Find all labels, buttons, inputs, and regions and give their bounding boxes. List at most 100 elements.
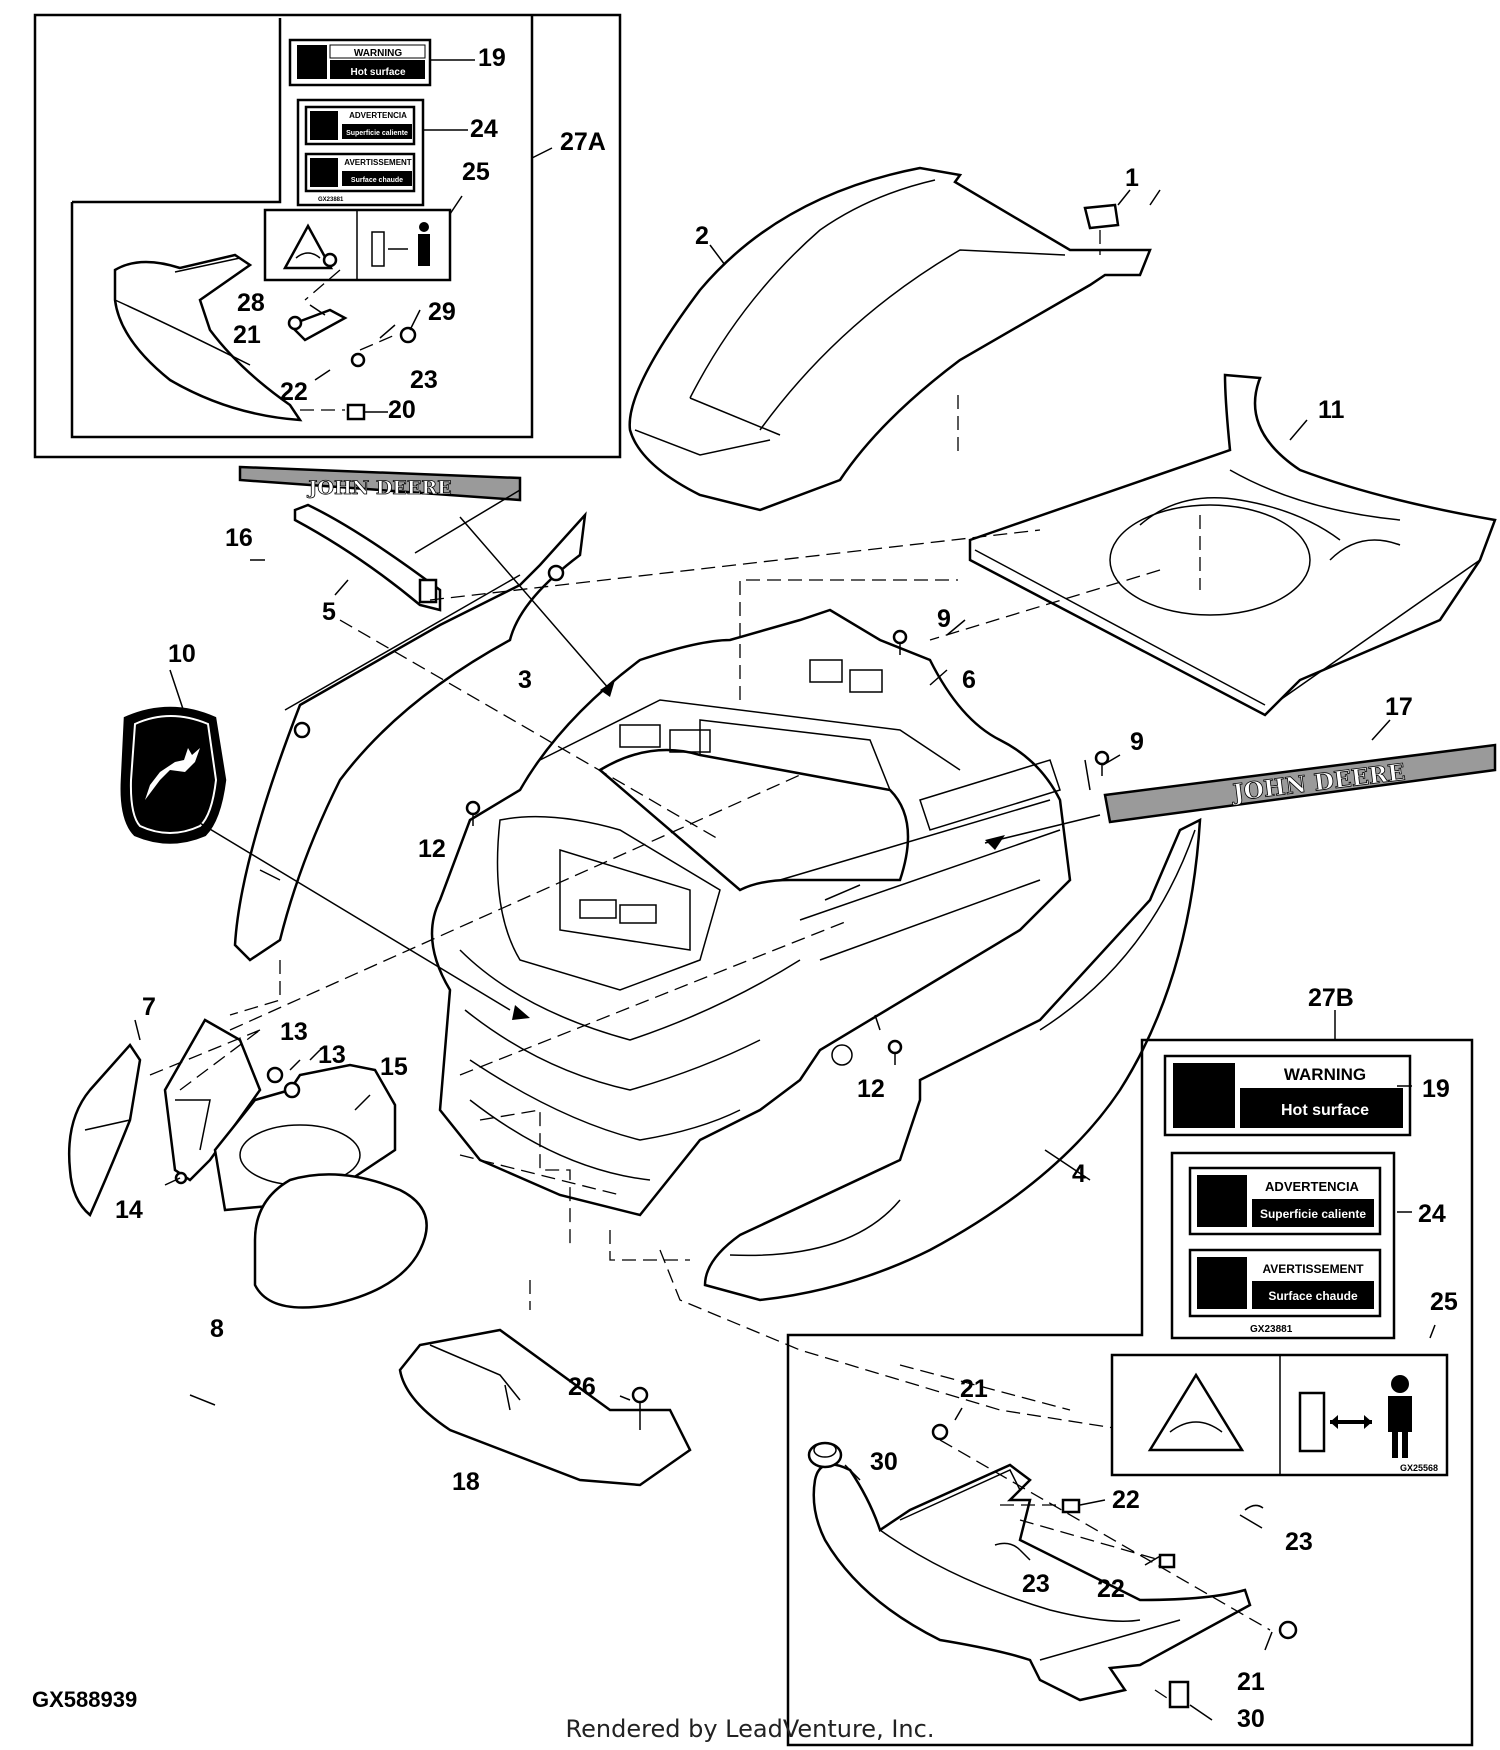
- warning-title-large: WARNING: [1284, 1065, 1366, 1084]
- heat-shield: [968, 373, 1497, 717]
- washer-21a: [931, 1423, 949, 1441]
- deer-logo-decal: [120, 706, 511, 1011]
- callout-15: 15: [380, 1053, 408, 1081]
- spacer-30: [1168, 1680, 1190, 1709]
- advertencia-text-small: Superficie caliente: [346, 130, 408, 137]
- headlight-cover: [253, 1173, 428, 1309]
- avertissement-text-large: Surface chaude: [1268, 1289, 1358, 1303]
- callout-12b: 12: [857, 1075, 885, 1103]
- decal-code-24-large: GX23881: [1250, 1324, 1293, 1335]
- arrow-head-1: [600, 680, 615, 697]
- inset-27a: WARNING Hot surface ADVERTENCIA Superfic…: [33, 13, 622, 459]
- callout-14: 14: [115, 1196, 143, 1224]
- callout-7: 7: [142, 993, 156, 1021]
- assembly-guide-lines: [149, 529, 1191, 1441]
- decal-warning-large: WARNING Hot surface: [1163, 1054, 1412, 1137]
- callout-9a: 9: [937, 605, 951, 633]
- inset-27b: WARNING Hot surface ADVERTENCIA Superfic…: [786, 1010, 1474, 1747]
- callout-5: 5: [322, 598, 336, 626]
- advertencia-title-small: ADVERTENCIA: [349, 111, 407, 120]
- screw-9b: [1094, 750, 1110, 776]
- decal-warning-small: WARNING Hot surface: [288, 38, 432, 87]
- inset-b-callout-23a: 23: [1285, 1528, 1313, 1556]
- callout-1: 1: [1125, 164, 1139, 192]
- inset-a-callout-23: 23: [410, 366, 438, 394]
- inset-b-callout-23b: 23: [1022, 1570, 1050, 1598]
- washer-21b: [1278, 1620, 1298, 1640]
- decal-24-small: ADVERTENCIA Superficie caliente AVERTISS…: [296, 98, 425, 207]
- callout-9b: 9: [1130, 728, 1144, 756]
- callout-13a: 13: [280, 1018, 308, 1046]
- screw-9a: [892, 629, 908, 655]
- inset-a-callout-19: 19: [478, 44, 506, 72]
- figure-id: GX588939: [32, 1687, 138, 1712]
- screw-12a: [465, 800, 481, 826]
- inset-a-callout-21: 21: [233, 321, 261, 349]
- screw-12b: [887, 1039, 903, 1065]
- callout-4: 4: [1072, 1160, 1086, 1188]
- inset-b-callout-30b: 30: [1237, 1705, 1265, 1733]
- cotter-pins: [994, 1504, 1264, 1551]
- callout-26: 26: [568, 1373, 596, 1401]
- decal-leader-lines: [459, 516, 1101, 844]
- leader-lines: [134, 189, 1391, 1411]
- arrow-head-3: [512, 1005, 530, 1020]
- inset-b-callout-27b: 27B: [1308, 984, 1354, 1012]
- top-trim-strip: [293, 503, 442, 612]
- front-bumper-large: [807, 1441, 1252, 1702]
- left-side-panel: [229, 511, 587, 1016]
- warning-text-large: Hot surface: [1281, 1102, 1369, 1119]
- lower-front-panel: [398, 1109, 692, 1487]
- right-side-panel: [703, 817, 1202, 1302]
- callout-10: 10: [168, 640, 196, 668]
- headlight-bulb-holder: [213, 1063, 397, 1212]
- callout-17: 17: [1385, 693, 1413, 721]
- callout-2: 2: [695, 222, 709, 250]
- front-grille-frame: [430, 608, 1072, 1217]
- bolt-22a: [1061, 1498, 1081, 1514]
- decal-code-24-small: GX23881: [318, 197, 344, 203]
- advertencia-text-large: Superficie caliente: [1260, 1207, 1366, 1221]
- callout-3: 3: [518, 666, 532, 694]
- inset-b-callout-24: 24: [1418, 1200, 1446, 1228]
- bolt-22b: [1158, 1553, 1176, 1569]
- warning-title-small: WARNING: [354, 48, 403, 59]
- brand-text-left: JOHN DEERE: [306, 477, 451, 499]
- inset-a-callout-22: 22: [280, 378, 308, 406]
- inset-b-callout-25: 25: [1430, 1288, 1458, 1316]
- callout-16: 16: [225, 524, 253, 552]
- brand-text-right: JOHN DEERE: [1229, 759, 1406, 807]
- callout-6: 6: [962, 666, 976, 694]
- decal-25-small: [263, 208, 452, 282]
- avertissement-text-small: Surface chaude: [351, 177, 403, 184]
- decal-code-25-large: GX25568: [1400, 1463, 1438, 1473]
- brand-decal-right: JOHN DEERE: [1103, 743, 1497, 824]
- decal-25-large: GX25568: [1110, 1353, 1449, 1477]
- callout-13b: 13: [318, 1041, 346, 1069]
- inset-a-callout-24: 24: [470, 115, 498, 143]
- decal-24-large: ADVERTENCIA Superficie caliente AVERTISS…: [1170, 1151, 1396, 1340]
- avertissement-title-large: AVERTISSEMENT: [1262, 1262, 1364, 1276]
- headlight-lens: [67, 1042, 142, 1218]
- inset-b-callout-30a: 30: [870, 1448, 898, 1476]
- hood: [628, 166, 1152, 512]
- render-credit: Rendered by LeadVenture, Inc.: [565, 1715, 935, 1743]
- warning-text-small: Hot surface: [350, 67, 405, 78]
- inset-a-callout-29: 29: [428, 298, 456, 326]
- clip: [1083, 189, 1131, 255]
- inset-b-callout-22a: 22: [1112, 1486, 1140, 1514]
- advertencia-title-large: ADVERTENCIA: [1265, 1179, 1360, 1194]
- inset-b-callout-19: 19: [1422, 1075, 1450, 1103]
- front-bumper-small: [113, 252, 417, 422]
- inset-a-callout-25: 25: [462, 158, 490, 186]
- avertissement-title-small: AVERTISSEMENT: [344, 158, 412, 167]
- callout-11: 11: [1318, 396, 1345, 424]
- callout-labels: 1 2 3 4 5 6 7 8 9 9 10 11 12 12 13 13 14…: [115, 44, 1458, 1733]
- brand-decal-left: JOHN DEERE: [238, 465, 522, 502]
- inset-a-callout-20: 20: [388, 396, 416, 424]
- callout-18: 18: [452, 1468, 480, 1496]
- callout-8: 8: [210, 1315, 224, 1343]
- inset-b-callout-21a: 21: [960, 1375, 988, 1403]
- inset-b-callout-22b: 22: [1097, 1575, 1125, 1603]
- inset-a-callout-27a: 27A: [560, 128, 606, 156]
